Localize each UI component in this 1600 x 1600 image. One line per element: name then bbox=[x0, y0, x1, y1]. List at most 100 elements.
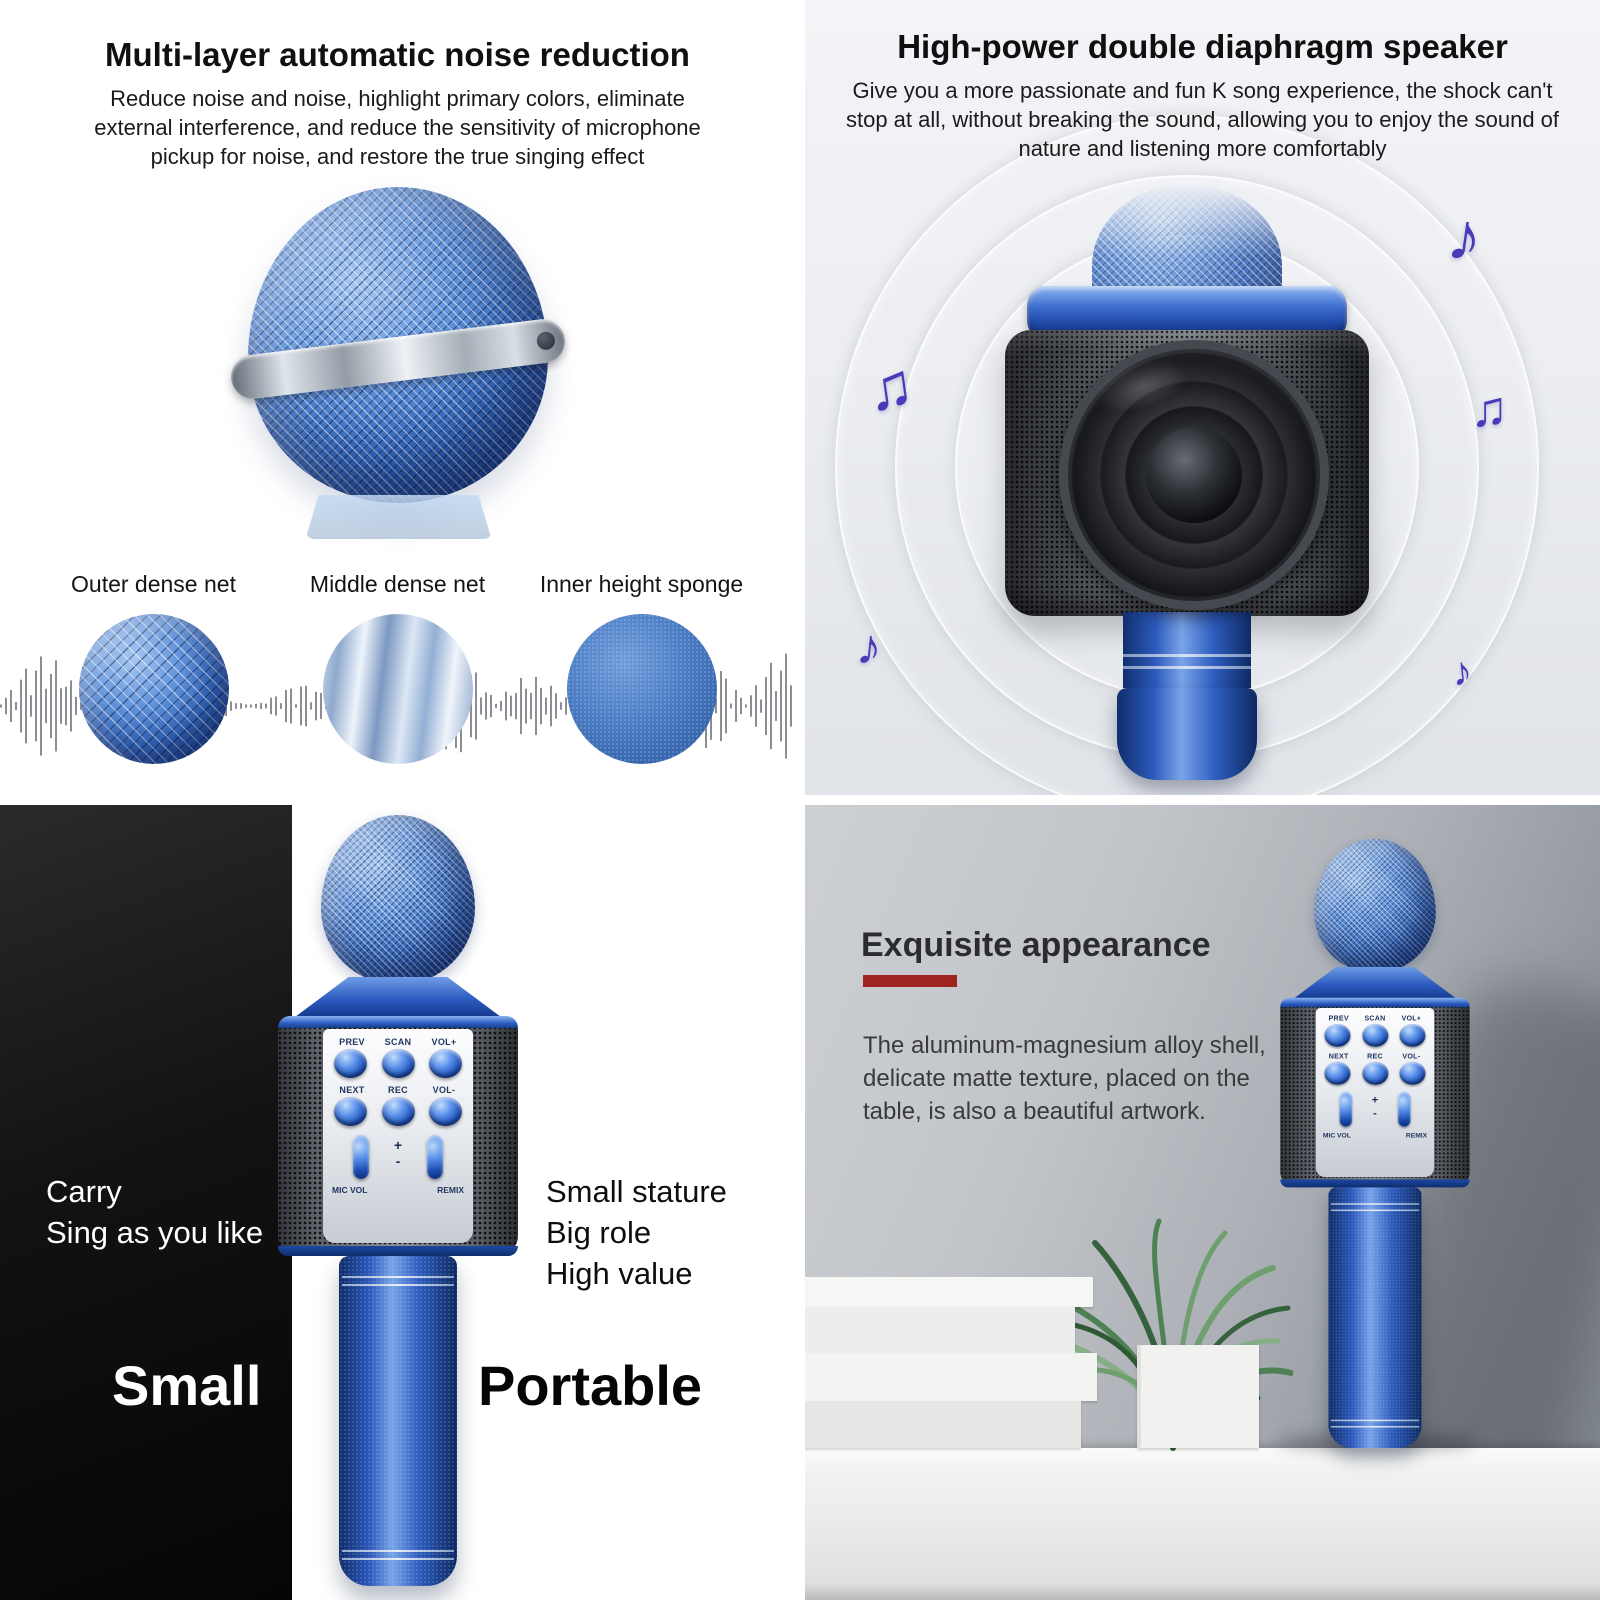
button-labels-row: NEXT REC VOL- bbox=[323, 1085, 473, 1095]
book-box bbox=[1137, 1345, 1259, 1448]
speaker-title: High-power double diaphragm speaker bbox=[897, 28, 1508, 65]
next-button bbox=[1324, 1061, 1351, 1085]
mic-mesh-head bbox=[321, 815, 475, 985]
volume-up-button bbox=[429, 1049, 462, 1078]
handle-stripe bbox=[342, 1558, 454, 1560]
karaoke-microphone-image: PREV SCAN VOL+ NEXT REC VOL- bbox=[268, 815, 528, 1586]
mic-collar bbox=[295, 977, 501, 1017]
vol-up-label: VOL+ bbox=[431, 1037, 457, 1047]
layer-row: Outer dense net Middle dense net Inner h… bbox=[0, 571, 795, 764]
vol-down-label: VOL- bbox=[1402, 1052, 1421, 1061]
handle-stripe bbox=[1330, 1425, 1420, 1428]
remix-label: REMIX bbox=[437, 1185, 464, 1195]
music-note-icon: ♫ bbox=[1470, 381, 1509, 437]
layer-inner: Inner height sponge bbox=[534, 571, 749, 764]
rec-button bbox=[381, 1097, 415, 1126]
speaker-scene: ♫ ♪ ♪ ♫ ♪ bbox=[805, 0, 1600, 795]
next-button bbox=[334, 1097, 367, 1126]
layer-inner-label: Inner height sponge bbox=[539, 571, 744, 597]
buttons-row bbox=[323, 1049, 473, 1078]
mic-handle bbox=[1328, 1187, 1422, 1449]
button-labels-row: NEXT REC VOL- bbox=[1316, 1052, 1435, 1060]
big-word-small: Small bbox=[112, 1354, 262, 1417]
speaker-cone bbox=[1059, 340, 1329, 610]
next-label: NEXT bbox=[1328, 1052, 1349, 1061]
red-underline-bar bbox=[863, 975, 957, 987]
big-word-portable: Portable bbox=[478, 1354, 703, 1417]
mic-vol-label: MIC VOL bbox=[332, 1185, 368, 1195]
plus-mark: + bbox=[393, 1137, 403, 1153]
handle-stripe bbox=[342, 1284, 454, 1286]
scan-button bbox=[381, 1049, 415, 1078]
sound-ring-outer bbox=[835, 115, 1539, 795]
handle-stripe bbox=[1330, 1203, 1420, 1205]
panel-appearance: Exquisite appearance The aluminum-magnes… bbox=[805, 805, 1600, 1600]
mic-handle bbox=[339, 1256, 457, 1586]
volume-down-button bbox=[429, 1097, 462, 1126]
plus-minus-marks: + - bbox=[394, 1137, 402, 1169]
black-background-split bbox=[0, 805, 292, 1600]
benefit-line-1: Small stature bbox=[546, 1174, 727, 1209]
inner-sponge-swatch bbox=[566, 614, 717, 764]
volume-down-button bbox=[1399, 1061, 1426, 1085]
benefits-text: Small stature Big role High value bbox=[546, 1171, 727, 1294]
carry-line-1: Carry bbox=[46, 1174, 122, 1209]
buttons-row bbox=[1316, 1023, 1435, 1047]
book bbox=[805, 1277, 1093, 1307]
slider-labels-row: MIC VOL REMIX bbox=[1316, 1131, 1435, 1139]
scan-label: SCAN bbox=[384, 1037, 412, 1047]
prev-button bbox=[1324, 1023, 1351, 1047]
handle-stripe bbox=[342, 1276, 454, 1278]
table-surface bbox=[805, 1448, 1600, 1600]
remix-slider bbox=[1397, 1091, 1411, 1127]
mic-volume-slider bbox=[353, 1135, 369, 1179]
remix-slider bbox=[427, 1135, 443, 1179]
appearance-description: The aluminum-magnesium alloy shell, deli… bbox=[863, 1032, 1266, 1125]
rec-label: REC bbox=[1367, 1052, 1383, 1061]
slider-row: + - bbox=[1316, 1091, 1435, 1127]
book bbox=[805, 1307, 1075, 1353]
handle-stripe bbox=[342, 1550, 454, 1552]
buttons-row bbox=[1316, 1061, 1435, 1085]
button-labels-row: PREV SCAN VOL+ bbox=[1316, 1014, 1435, 1022]
neck-stripe bbox=[1123, 666, 1251, 669]
outer-net-swatch bbox=[78, 614, 229, 764]
mesh-layers-section: Outer dense net Middle dense net Inner h… bbox=[0, 571, 795, 795]
book bbox=[805, 1353, 1097, 1401]
mic-mesh-head bbox=[1314, 839, 1436, 974]
layer-outer: Outer dense net bbox=[46, 571, 261, 764]
scan-label: SCAN bbox=[1364, 1014, 1386, 1023]
prev-label: PREV bbox=[1328, 1014, 1349, 1023]
table-front-shadow bbox=[805, 1584, 1600, 1600]
carry-line-2: Sing as you like bbox=[46, 1215, 264, 1250]
panel-portable: PREV SCAN VOL+ NEXT REC VOL- bbox=[0, 805, 795, 1600]
buttons-row bbox=[323, 1097, 473, 1126]
appearance-title: Exquisite appearance bbox=[861, 925, 1211, 964]
layer-middle-label: Middle dense net bbox=[309, 571, 486, 597]
vol-up-label: VOL+ bbox=[1401, 1014, 1422, 1023]
volume-up-button bbox=[1399, 1023, 1426, 1047]
microphone-head-image bbox=[228, 187, 568, 543]
handle-stripe bbox=[1330, 1419, 1420, 1422]
karaoke-microphone-image-small: PREV SCAN VOL+ NEXT REC VOL- bbox=[1272, 839, 1477, 1449]
scan-button bbox=[1361, 1023, 1389, 1047]
rec-button bbox=[1361, 1061, 1389, 1085]
mic-neck bbox=[1123, 612, 1251, 688]
minus-mark: - bbox=[395, 1153, 401, 1169]
plus-mark: + bbox=[1371, 1093, 1379, 1107]
mic-glass-base bbox=[305, 495, 492, 539]
neck-stripe bbox=[1123, 654, 1251, 657]
next-label: NEXT bbox=[339, 1085, 365, 1095]
mic-control-panel: PREV SCAN VOL+ NEXT REC VOL- bbox=[1315, 1008, 1435, 1178]
layer-outer-label: Outer dense net bbox=[71, 571, 236, 597]
panel-noise-reduction: Multi-layer automatic noise reduction Re… bbox=[0, 0, 795, 795]
remix-label: REMIX bbox=[1405, 1131, 1428, 1140]
noise-description: Reduce noise and noise, highlight primar… bbox=[94, 86, 701, 169]
benefit-line-2: Big role bbox=[546, 1215, 652, 1250]
panel-speaker: High-power double diaphragm speaker Give… bbox=[805, 0, 1600, 795]
slider-row: + - bbox=[323, 1135, 473, 1179]
vol-down-label: VOL- bbox=[432, 1085, 456, 1095]
middle-net-swatch bbox=[322, 614, 473, 764]
noise-title: Multi-layer automatic noise reduction bbox=[105, 36, 690, 73]
